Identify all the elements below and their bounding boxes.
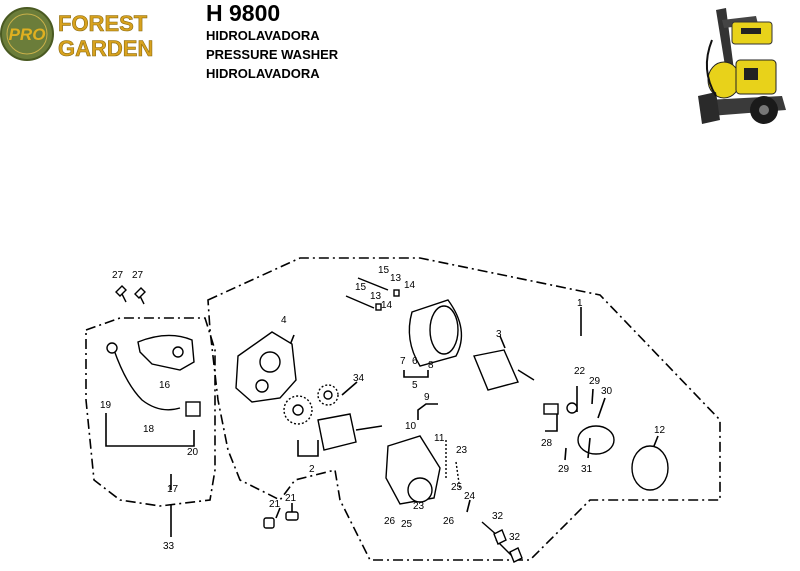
part-label-21a: 21 [285, 493, 297, 504]
part-label-25a: 25 [451, 482, 463, 493]
logo-brand-line2: GARDEN [58, 36, 153, 61]
part-label-24: 24 [464, 491, 476, 502]
part-label-15a: 15 [378, 265, 390, 276]
part-label-32a: 32 [492, 511, 504, 522]
part-label-6: 6 [412, 356, 418, 367]
part-label-17: 17 [167, 484, 179, 495]
part-label-30: 30 [601, 386, 613, 397]
part-label-7: 7 [400, 356, 406, 367]
part-label-14a: 14 [404, 280, 416, 291]
part-label-2: 2 [309, 464, 315, 475]
part-label-13b: 13 [370, 291, 382, 302]
part-label-15b: 15 [355, 282, 367, 293]
part-label-27b: 27 [132, 270, 144, 281]
part-label-14b: 14 [381, 300, 393, 311]
part-label-22: 22 [574, 366, 586, 377]
part-label-1: 1 [577, 298, 583, 309]
part-label-25b: 25 [401, 519, 413, 530]
part-label-19: 19 [100, 400, 112, 411]
part-label-20: 20 [187, 447, 199, 458]
part-label-29a: 29 [589, 376, 601, 387]
part-label-3: 3 [496, 329, 502, 340]
part-label-26b: 26 [443, 516, 455, 527]
part-label-12: 12 [654, 425, 666, 436]
subtitle-line-3: HIDROLAVADORA [206, 66, 320, 81]
part-label-28: 28 [541, 438, 553, 449]
part-label-21b: 21 [269, 499, 281, 510]
part-label-4: 4 [281, 315, 287, 326]
part-label-5: 5 [412, 380, 418, 391]
pressure-washer-photo [686, 0, 800, 132]
part-label-8: 8 [428, 360, 434, 371]
logo-badge-text: PRO [9, 25, 46, 44]
part-label-10: 10 [405, 421, 417, 432]
part-label-13a: 13 [390, 273, 402, 284]
part-label-32b: 32 [509, 532, 521, 543]
part-label-27a: 27 [112, 270, 124, 281]
part-label-31: 31 [581, 464, 593, 475]
model-number: H 9800 [206, 0, 281, 26]
part-label-29b: 29 [558, 464, 570, 475]
subtitle-line-1: HIDROLAVADORA [206, 28, 320, 43]
part-label-9: 9 [424, 392, 430, 403]
subtitle-line-2: PRESSURE WASHER [206, 47, 339, 62]
title-block: H 9800 HIDROLAVADORA PRESSURE WASHER HID… [206, 0, 338, 83]
forest-garden-logo: PRO FOREST GARDEN [0, 7, 154, 61]
part-label-18: 18 [143, 424, 155, 435]
part-label-34: 34 [353, 373, 365, 384]
part-label-23a: 23 [456, 445, 468, 456]
logo-brand-line1: FOREST [58, 11, 148, 36]
part-label-11: 11 [434, 433, 445, 444]
part-label-23b: 23 [413, 501, 425, 512]
part-label-16: 16 [159, 380, 171, 391]
part-label-33: 33 [163, 541, 175, 552]
part-label-26a: 26 [384, 516, 396, 527]
